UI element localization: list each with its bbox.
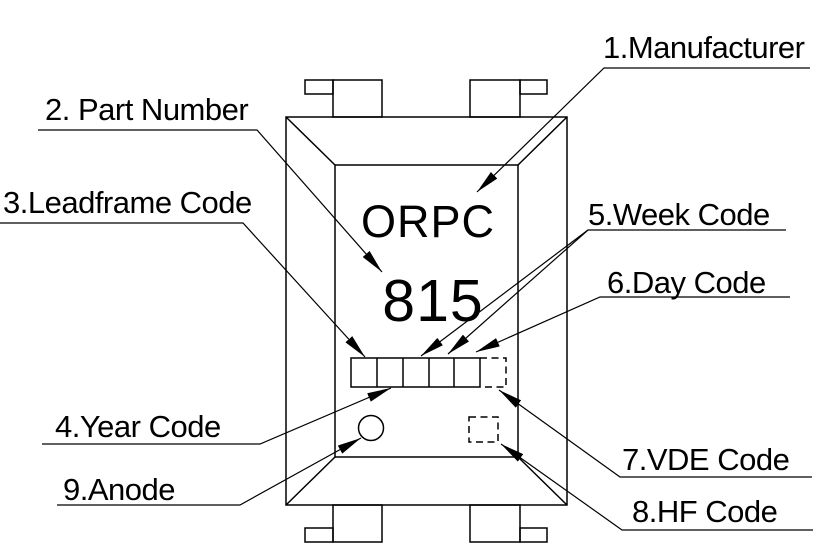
callout-label-anode: 9.Anode <box>63 472 175 507</box>
callout-leadframe-code: 3.Leadframe Code <box>0 185 366 358</box>
callout-label-hf-code: 8.HF Code <box>632 494 777 529</box>
callout-label-day-code: 6.Day Code <box>607 265 766 300</box>
pin-notch <box>304 79 334 95</box>
marking-logo-text: ORPC <box>361 196 495 247</box>
pin-body <box>332 504 383 543</box>
pin-body <box>469 79 521 118</box>
hf-code-box <box>468 416 499 443</box>
code-box-row <box>350 357 481 388</box>
date-code-boxes <box>350 357 507 388</box>
leader-line <box>42 387 392 445</box>
callout-hf-code: 8.HF Code <box>500 443 813 531</box>
leader-line <box>498 389 812 478</box>
leader-line <box>476 67 810 193</box>
leader-line <box>38 129 383 273</box>
callout-label-vde-code: 7.VDE Code <box>622 442 789 477</box>
callout-year-code: 4.Year Code <box>42 387 392 445</box>
callout-manufacturer: 1.Manufacturer <box>476 30 810 193</box>
pin-notch <box>519 79 548 95</box>
pin-body <box>332 79 383 118</box>
pin-body <box>469 504 521 543</box>
leader-line <box>0 222 366 358</box>
callout-vde-code: 7.VDE Code <box>498 389 812 478</box>
leader-line-2 <box>447 229 589 355</box>
callout-week-code: 5.Week Code <box>420 197 786 357</box>
callout-part-number: 2. Part Number <box>38 92 383 273</box>
pin-notch <box>519 527 548 543</box>
leader-line <box>500 443 813 531</box>
callout-label-part-number: 2. Part Number <box>45 92 248 127</box>
callout-label-year-code: 4.Year Code <box>55 409 221 444</box>
callout-label-manufacturer: 1.Manufacturer <box>603 30 805 65</box>
leader-line <box>475 296 790 353</box>
callout-label-leadframe-code: 3.Leadframe Code <box>3 185 252 220</box>
anode-dot <box>357 414 385 442</box>
package-bevel-lines <box>285 116 568 506</box>
pin-notch <box>304 527 334 543</box>
pin-top-left <box>304 79 383 118</box>
callout-label-week-code: 5.Week Code <box>588 197 770 232</box>
leader-line <box>57 437 362 506</box>
code-box-dividers <box>376 358 455 387</box>
marking-part-number-text: 815 <box>382 268 483 334</box>
pin-bottom-right <box>469 504 548 543</box>
pin-top-right <box>469 79 548 118</box>
package-top-face <box>334 164 519 458</box>
pin-bottom-left <box>304 504 383 543</box>
callout-day-code: 6.Day Code <box>475 265 790 353</box>
vde-code-box <box>480 357 507 388</box>
callout-anode: 9.Anode <box>57 437 362 507</box>
